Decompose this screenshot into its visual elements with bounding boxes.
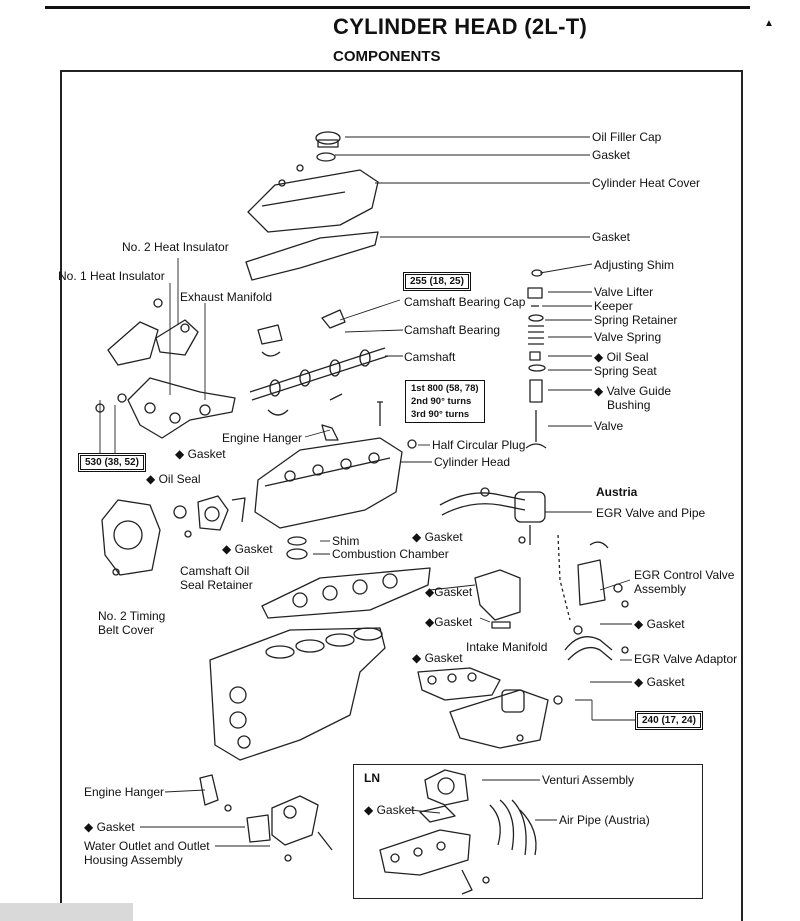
label-combustion-chamber: Combustion Chamber [332,547,449,561]
label-no1-heat-insulator: No. 1 Heat Insulator [58,269,165,283]
exhaust-manifold-sketch [95,377,236,439]
torque-bearing-cap: 255 (18, 25) [403,272,471,291]
cylinder-head-cover-sketch [247,164,379,233]
label-no2-timing-cover-1: No. 2 Timing [98,609,166,623]
torque-head-bolt: 1st 800 (58, 78) 2nd 90° turns 3rd 90° t… [405,380,485,423]
header-rule [45,6,750,9]
label-gasket-retainer: ◆ Gasket [222,542,273,556]
label-gasket-outlet: ◆ Gasket [84,820,135,834]
label-no2-heat-insulator: No. 2 Heat Insulator [122,240,229,254]
label-oil-filler-cap: Oil Filler Cap [592,130,662,144]
timing-cover-sketch [101,499,187,576]
label-camshaft-bearing-cap: Camshaft Bearing Cap [404,295,526,309]
torque-intake-manifold: 240 (17, 24) [635,711,703,730]
label-venturi-assembly: Venturi Assembly [542,773,635,787]
label-egr-control-valve-2: Assembly [634,582,687,596]
label-air-pipe: Air Pipe (Austria) [559,813,650,827]
label-ln: LN [364,771,380,785]
air-pipe-sketch [489,799,537,856]
label-exhaust-manifold: Exhaust Manifold [180,290,273,304]
camshaft-bearing-sketch [257,309,346,441]
label-shim: Shim [332,534,360,548]
label-oil-seal-cam: ◆ Oil Seal [146,472,201,486]
diagram-frame [60,70,743,921]
ln-inset-box [353,764,703,899]
label-valve-lifter: Valve Lifter [594,285,654,299]
label-gasket-ln: ◆ Gasket [364,803,415,817]
ln-manifold-sketch [379,829,490,895]
intake-manifold-sketch [417,667,563,749]
label-gasket-cap: Gasket [592,148,631,162]
valve-stack-sketch [525,269,547,449]
camshaft-sketch [249,347,389,401]
label-gasket-egr-right: ◆ Gasket [634,617,685,631]
egr-dash-line [557,534,571,621]
label-cylinder-head: Cylinder Head [434,455,511,469]
page-title: CYLINDER HEAD (2L-T) [333,14,588,39]
torque-step-3: 3rd 90° turns [411,409,470,420]
label-camshaft-bearing: Camshaft Bearing [404,323,501,337]
label-no2-timing-cover-2: Belt Cover [98,623,155,637]
label-valve-guide-bushing-1: ◆ Valve Guide [594,384,672,398]
scan-edge-shade [0,903,133,921]
label-engine-hanger-bottom: Engine Hanger [84,785,165,799]
label-spring-retainer: Spring Retainer [594,313,678,327]
egr-valve-sketch [439,487,546,545]
label-gasket-outlet-upper: ◆Gasket [425,615,473,629]
water-outlet-lower-sketch [199,774,333,862]
oil-seal-retainer-sketch [184,495,246,538]
head-bolt-sketch [377,401,383,426]
label-intake-manifold: Intake Manifold [466,640,548,654]
label-gasket-adaptor: ◆ Gasket [634,675,685,689]
label-austria: Austria [596,485,638,499]
label-valve: Valve [594,419,624,433]
torque-step-2: 2nd 90° turns [411,396,472,407]
label-camshaft-oil-seal-retainer-1: Camshaft Oil [180,564,250,578]
label-valve-spring: Valve Spring [594,330,662,344]
label-adjusting-shim: Adjusting Shim [594,258,675,272]
label-valve-guide-bushing-2: Bushing [607,398,651,412]
label-egr-valve-adaptor: EGR Valve Adaptor [634,652,738,666]
label-gasket-cover: Gasket [592,230,631,244]
head-gasket-sketch [261,567,431,619]
venturi-sketch [424,769,469,806]
oil-filler-cap-sketch [315,131,341,162]
label-gasket-intake: ◆ Gasket [412,651,463,665]
heat-insulator-sketch [107,298,199,366]
label-oil-seal-valve: ◆ Oil Seal [594,350,649,364]
label-engine-hanger-top: Engine Hanger [222,431,303,445]
egr-control-valve-sketch [577,541,629,608]
combustion-chamber-sketch [286,536,308,560]
ln-gasket-sketch [419,805,456,823]
label-spring-seat: Spring Seat [594,364,657,378]
label-gasket-exhaust: ◆ Gasket [175,447,226,461]
egr-adaptor-sketch [564,625,629,661]
label-water-outlet-1: Water Outlet and Outlet [84,839,210,853]
label-keeper: Keeper [594,299,633,313]
torque-step-1: 1st 800 (58, 78) [411,383,479,394]
label-camshaft: Camshaft [404,350,456,364]
cylinder-head-sketch [254,437,417,529]
engine-block-sketch [209,627,386,761]
label-camshaft-oil-seal-retainer-2: Seal Retainer [180,578,253,592]
cover-gasket-sketch [245,231,379,281]
corner-marker-icon: ▲ [764,18,774,29]
label-cylinder-heat-cover: Cylinder Heat Cover [592,176,701,190]
water-outlet-upper-sketch [474,569,521,629]
label-gasket-head: ◆Gasket [425,585,473,599]
label-gasket-egr-mid: ◆ Gasket [412,530,463,544]
torque-exhaust-manifold: 530 (38, 52) [78,453,146,472]
label-egr-control-valve-1: EGR Control Valve [634,568,735,582]
label-water-outlet-2: Housing Assembly [84,853,183,867]
label-half-circular-plug: Half Circular Plug [432,438,526,452]
label-egr-valve-pipe: EGR Valve and Pipe [596,506,706,520]
page-subtitle: COMPONENTS [333,48,441,65]
